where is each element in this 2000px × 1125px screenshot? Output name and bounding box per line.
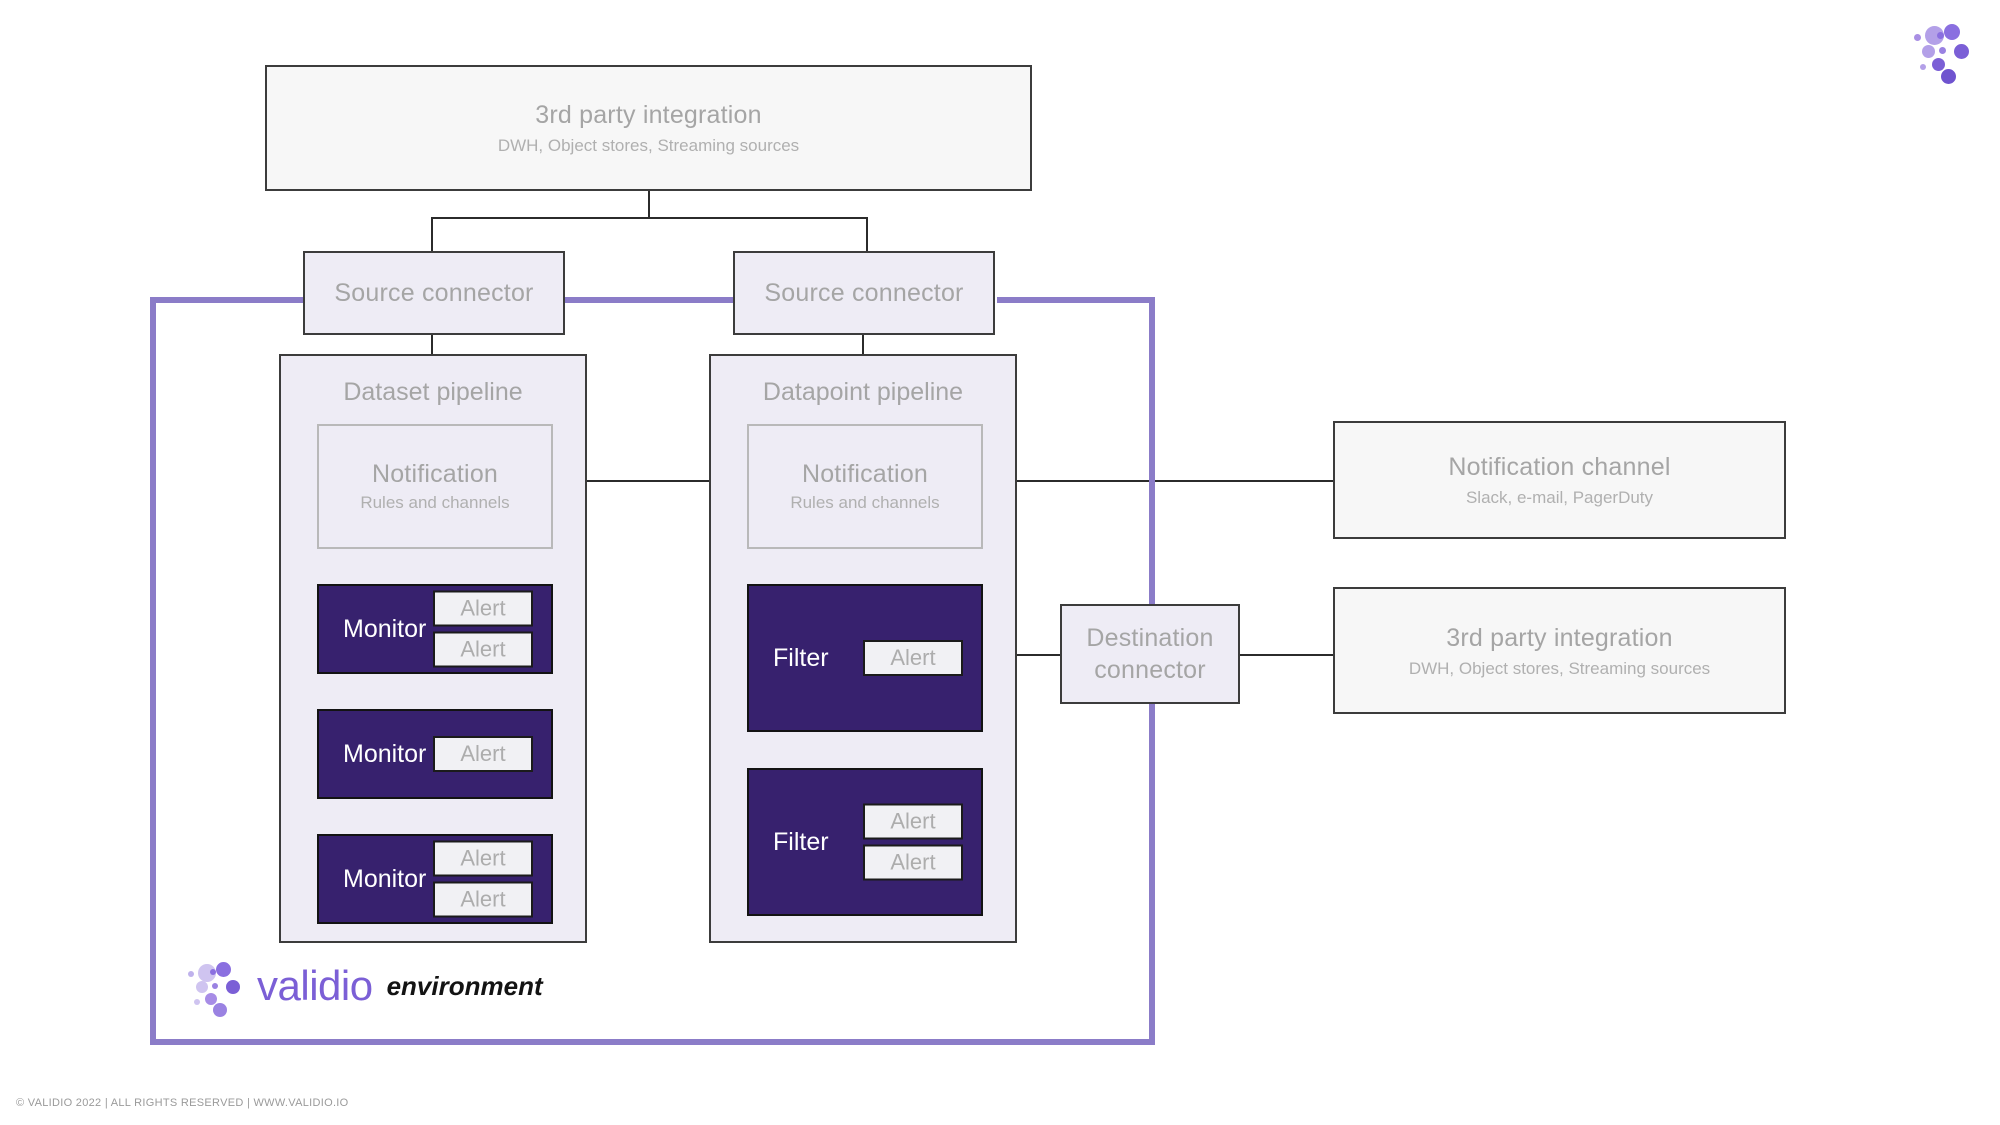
- alert-chip[interactable]: Alert: [433, 736, 533, 772]
- alert-list: Alert: [863, 640, 963, 676]
- pipeline-datapoint[interactable]: Datapoint pipeline Notification Rules an…: [709, 354, 1017, 943]
- alert-chip[interactable]: Alert: [433, 840, 533, 877]
- validio-dots-logo-icon: [1908, 22, 1972, 84]
- node-notification-channel[interactable]: Notification channel Slack, e-mail, Page…: [1333, 421, 1786, 539]
- node-subtitle: DWH, Object stores, Streaming sources: [497, 136, 800, 156]
- node-subtitle: Slack, e-mail, PagerDuty: [1465, 488, 1654, 508]
- filter-card[interactable]: Filter Alert: [747, 584, 983, 732]
- node-source-connector-left[interactable]: Source connector: [303, 251, 565, 335]
- node-subtitle: DWH, Object stores, Streaming sources: [1408, 658, 1711, 678]
- alert-list: Alert: [433, 736, 533, 772]
- line-destination-to-integration: [1239, 654, 1335, 656]
- notification-title: Notification: [371, 460, 499, 488]
- node-destination-3rd-party-integration[interactable]: 3rd party integration DWH, Object stores…: [1333, 587, 1786, 714]
- monitor-label: Monitor: [343, 614, 427, 643]
- node-title: Source connector: [764, 279, 964, 307]
- pipeline-dataset[interactable]: Dataset pipeline Notification Rules and …: [279, 354, 587, 943]
- line-bus-to-source-left: [431, 217, 433, 251]
- node-title: 3rd party integration: [1446, 623, 1673, 652]
- copyright-footer: © VALIDIO 2022 | ALL RIGHTS RESERVED | W…: [16, 1097, 349, 1109]
- line-source-left-to-dataset-pipeline: [431, 333, 433, 355]
- node-source-3rd-party-integration[interactable]: 3rd party integration DWH, Object stores…: [265, 65, 1032, 191]
- node-title-line1: Destination: [1086, 624, 1214, 652]
- monitor-card[interactable]: Monitor Alert: [317, 709, 553, 799]
- line-bus-to-source-right: [866, 217, 868, 251]
- filter-card[interactable]: Filter Alert Alert: [747, 768, 983, 916]
- wordmark-environment-label: environment: [386, 970, 543, 1001]
- node-title: 3rd party integration: [535, 101, 762, 130]
- alert-chip[interactable]: Alert: [863, 844, 963, 881]
- node-title: Source connector: [334, 279, 534, 307]
- alert-chip[interactable]: Alert: [433, 881, 533, 918]
- monitor-label: Monitor: [343, 739, 427, 768]
- alert-chip[interactable]: Alert: [433, 590, 533, 627]
- alert-list: Alert Alert: [433, 840, 533, 918]
- notification-subtitle: Rules and channels: [360, 493, 510, 512]
- filter-label: Filter: [773, 643, 829, 672]
- pipeline-notification-box[interactable]: Notification Rules and channels: [317, 424, 553, 549]
- alert-chip[interactable]: Alert: [863, 640, 963, 676]
- pipeline-notification-box[interactable]: Notification Rules and channels: [747, 424, 983, 549]
- validio-dots-logo-icon: [183, 960, 243, 1017]
- validio-wordmark: validio environment: [183, 960, 543, 1017]
- line-source-right-to-datapoint-pipeline: [862, 333, 864, 355]
- line-bus-horizontal: [431, 217, 868, 219]
- line-filter-to-destination: [1012, 654, 1062, 656]
- pipeline-title: Datapoint pipeline: [762, 378, 964, 406]
- notification-title: Notification: [801, 460, 929, 488]
- wordmark-text: validio: [257, 962, 373, 1009]
- alert-chip[interactable]: Alert: [863, 803, 963, 840]
- notification-subtitle: Rules and channels: [790, 493, 940, 512]
- monitor-label: Monitor: [343, 864, 427, 893]
- line-integration-to-bus: [648, 190, 650, 218]
- alert-chip[interactable]: Alert: [433, 631, 533, 668]
- monitor-card[interactable]: Monitor Alert Alert: [317, 584, 553, 674]
- node-source-connector-right[interactable]: Source connector: [733, 251, 995, 335]
- filter-label: Filter: [773, 827, 829, 856]
- node-destination-connector[interactable]: Destination connector: [1060, 604, 1240, 704]
- alert-list: Alert Alert: [433, 590, 533, 668]
- monitor-card[interactable]: Monitor Alert Alert: [317, 834, 553, 924]
- alert-list: Alert Alert: [863, 803, 963, 881]
- node-title: Notification channel: [1448, 453, 1671, 482]
- node-title-line2: connector: [1094, 656, 1206, 684]
- pipeline-title: Dataset pipeline: [343, 378, 523, 406]
